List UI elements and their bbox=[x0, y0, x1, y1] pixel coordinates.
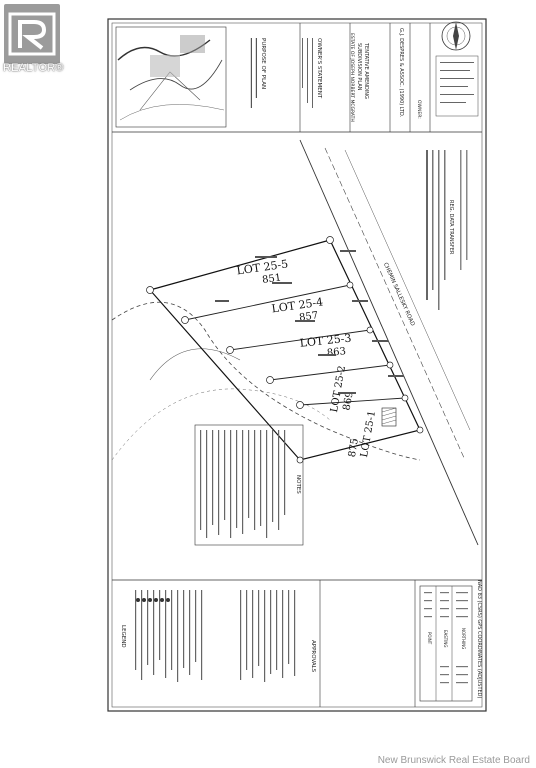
road-line-west bbox=[344, 149, 471, 431]
plan-type-line-2: SUBDIVISION PLAN bbox=[356, 43, 362, 91]
coordinates-table: NAD 83 (CSRS) GPS COORDINATES (ADJUSTED)… bbox=[419, 580, 482, 702]
existing-building bbox=[381, 407, 397, 427]
owners-statement-heading: OWNER'S STATEMENT bbox=[316, 38, 322, 99]
location-inset-map bbox=[115, 26, 227, 128]
sheet-border bbox=[107, 18, 487, 712]
notes-block: NOTES bbox=[194, 424, 304, 546]
arc-line bbox=[149, 348, 241, 381]
realtor-logo bbox=[4, 4, 60, 64]
svg-text:EASTING: EASTING bbox=[443, 630, 448, 648]
lot-line-4 bbox=[299, 397, 406, 406]
bottom-section: LEGEND bbox=[112, 579, 482, 707]
lot-25-3-label: LOT 25-3 863 bbox=[299, 332, 352, 360]
dimension-annotations bbox=[215, 250, 404, 394]
sheet-inner-border bbox=[111, 22, 483, 708]
purpose-heading: PURPOSE OF PLAN bbox=[260, 38, 266, 89]
lot-25-1-label: LOT 25-1 875 bbox=[347, 410, 378, 458]
registration-block: REG. DATA TRANSFER bbox=[426, 150, 468, 310]
legend-block: LEGEND bbox=[120, 590, 296, 682]
existing-boundary-curve bbox=[111, 301, 421, 461]
road-line-center bbox=[324, 147, 466, 461]
svg-text:875: 875 bbox=[347, 437, 361, 458]
lot-line-3 bbox=[269, 364, 391, 381]
board-watermark: New Brunswick Real Estate Board bbox=[377, 755, 530, 766]
approvals-block: APPROVALS bbox=[310, 640, 316, 673]
firm-name: G.J. DESPRES & ASSOC. (1990) LTD. bbox=[398, 28, 404, 118]
north-arrow-icon bbox=[441, 21, 471, 51]
svg-text:NAD 83 (CSRS) GPS COORDINATES: NAD 83 (CSRS) GPS COORDINATES (ADJUSTED) bbox=[476, 580, 482, 699]
svg-text:LEGEND: LEGEND bbox=[120, 625, 126, 648]
drawing-area: LOT 25-5 851 LOT 25-4 857 LOT 25-3 863 L… bbox=[111, 139, 479, 546]
svg-text:REG. DATA TRANSFER: REG. DATA TRANSFER bbox=[448, 200, 454, 255]
realtor-logo-text: REALTOR® bbox=[3, 62, 64, 74]
svg-text:863: 863 bbox=[326, 346, 346, 359]
svg-text:APPROVALS: APPROVALS bbox=[310, 640, 316, 673]
survey-markers bbox=[146, 236, 424, 464]
access-road-curve bbox=[111, 388, 331, 461]
svg-text:NORTHING: NORTHING bbox=[461, 628, 466, 649]
title-block: PURPOSE OF PLAN OWNER'S STATEMENT TENTAT… bbox=[112, 21, 482, 133]
svg-text:CHEMIN SALLESKY ROAD: CHEMIN SALLESKY ROAD bbox=[382, 262, 415, 327]
road-name: CHEMIN SALLESKY ROAD bbox=[382, 262, 415, 327]
svg-text:NOTES: NOTES bbox=[295, 475, 301, 494]
plan-type-line-1: TENTATIVE AMENDING bbox=[363, 42, 369, 99]
estate-name: ESTATE OF JOSEPH NORBERT MCGRATH bbox=[349, 33, 355, 122]
svg-text:LOT 25-1: LOT 25-1 bbox=[359, 410, 378, 458]
owner-label: OWNER: bbox=[416, 100, 422, 119]
svg-text:LOT 25-3: LOT 25-3 bbox=[299, 332, 352, 350]
lot-line-1 bbox=[184, 284, 351, 321]
svg-text:POINT: POINT bbox=[427, 632, 432, 645]
lot-25-5-label: LOT 25-5 851 bbox=[236, 257, 289, 286]
lot-line-2 bbox=[229, 329, 371, 351]
svg-text:869: 869 bbox=[342, 391, 356, 412]
road-line-east bbox=[299, 139, 479, 546]
